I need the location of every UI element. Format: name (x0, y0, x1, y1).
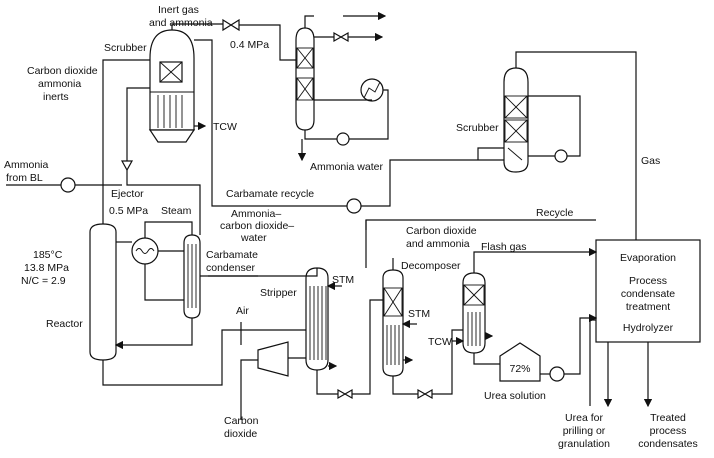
urea-output-label-3: granulation (558, 438, 610, 450)
nc-ratio-label: N/C = 2.9 (21, 275, 66, 287)
co2-label-2: ammonia (38, 78, 81, 90)
steam-label: Steam (161, 205, 192, 217)
acdw-label-2: carbon dioxide– (220, 220, 294, 232)
ammonia-water-label: Ammonia water (310, 161, 383, 173)
pressure-label: 13.8 MPa (24, 262, 69, 274)
pipes (6, 11, 653, 420)
top-scrubber (148, 29, 196, 143)
treated-label-2: process (650, 425, 687, 437)
stm-label-1: STM (332, 274, 354, 286)
ammonia-feed-label-1: Ammonia (4, 159, 49, 171)
inert-gas-label-1: Inert gas (158, 4, 199, 16)
steam-heater (131, 237, 159, 265)
urea-solution-label: Urea solution (484, 390, 546, 402)
condenser-label-2: condenser (206, 262, 256, 274)
ejector-label: Ejector (111, 188, 144, 200)
acdw-label-1: Ammonia– (231, 208, 281, 220)
acdw-label-3: water (240, 232, 267, 244)
ejector (120, 160, 134, 172)
ammonia-feed-label-2: from BL (6, 172, 43, 184)
pressure-05-label: 0.5 MPa (109, 205, 148, 217)
process-label-2: condensate (621, 288, 675, 300)
temperature-label: 185°C (33, 249, 63, 261)
cda-label-2: and ammonia (406, 238, 470, 250)
urea-pump (549, 366, 565, 382)
pressure-04-label: 0.4 MPa (230, 39, 269, 51)
evaporation-unit (595, 239, 701, 343)
tcw-label-2: TCW (428, 336, 452, 348)
ammonia-absorber-column (295, 27, 384, 146)
scrubber-top-label: Scrubber (104, 42, 147, 54)
urea-output-label-2: prilling or (563, 425, 606, 437)
carbon-dioxide-label-2: dioxide (224, 428, 257, 440)
reactor (89, 223, 117, 361)
compressor (257, 341, 289, 377)
decomposer-label: Decomposer (401, 260, 461, 272)
carbamate-pump (346, 198, 362, 214)
recycle-label: Recycle (536, 207, 574, 219)
flash-gas-label: Flash gas (481, 241, 527, 253)
co2-label-1: Carbon dioxide (27, 65, 98, 77)
ammonia-pump (60, 177, 76, 193)
gas-label: Gas (641, 155, 660, 167)
treated-label-1: Treated (650, 412, 686, 424)
scrubber-right-label: Scrubber (456, 122, 499, 134)
urea-output-label-1: Urea for (565, 412, 603, 424)
air-label: Air (236, 305, 249, 317)
process-label-1: Process (629, 275, 667, 287)
tcw-label-1: TCW (213, 121, 237, 133)
reactor-label: Reactor (46, 318, 83, 330)
condenser-label-1: Carbamate (206, 249, 258, 261)
carbon-dioxide-label-1: Carbon (224, 415, 259, 427)
stm-label-2: STM (408, 308, 430, 320)
carbamate-recycle-label: Carbamate recycle (226, 188, 314, 200)
decomposer (382, 269, 486, 377)
carbamate-condenser (183, 234, 201, 319)
evaporation-label: Evaporation (620, 252, 676, 264)
urea-concentration-label: 72% (509, 363, 530, 375)
co2-label-3: inerts (43, 91, 69, 103)
inert-gas-label-2: and ammonia (149, 17, 213, 29)
stripper-label: Stripper (260, 287, 297, 299)
urea-tank (499, 342, 541, 382)
cda-label-1: Carbon dioxide (406, 225, 477, 237)
process-label-3: treatment (626, 301, 670, 313)
hydrolyzer-label: Hydrolyzer (623, 322, 674, 334)
treated-label-3: condensates (638, 438, 698, 450)
right-scrubber (503, 67, 568, 173)
stripper (305, 267, 329, 371)
